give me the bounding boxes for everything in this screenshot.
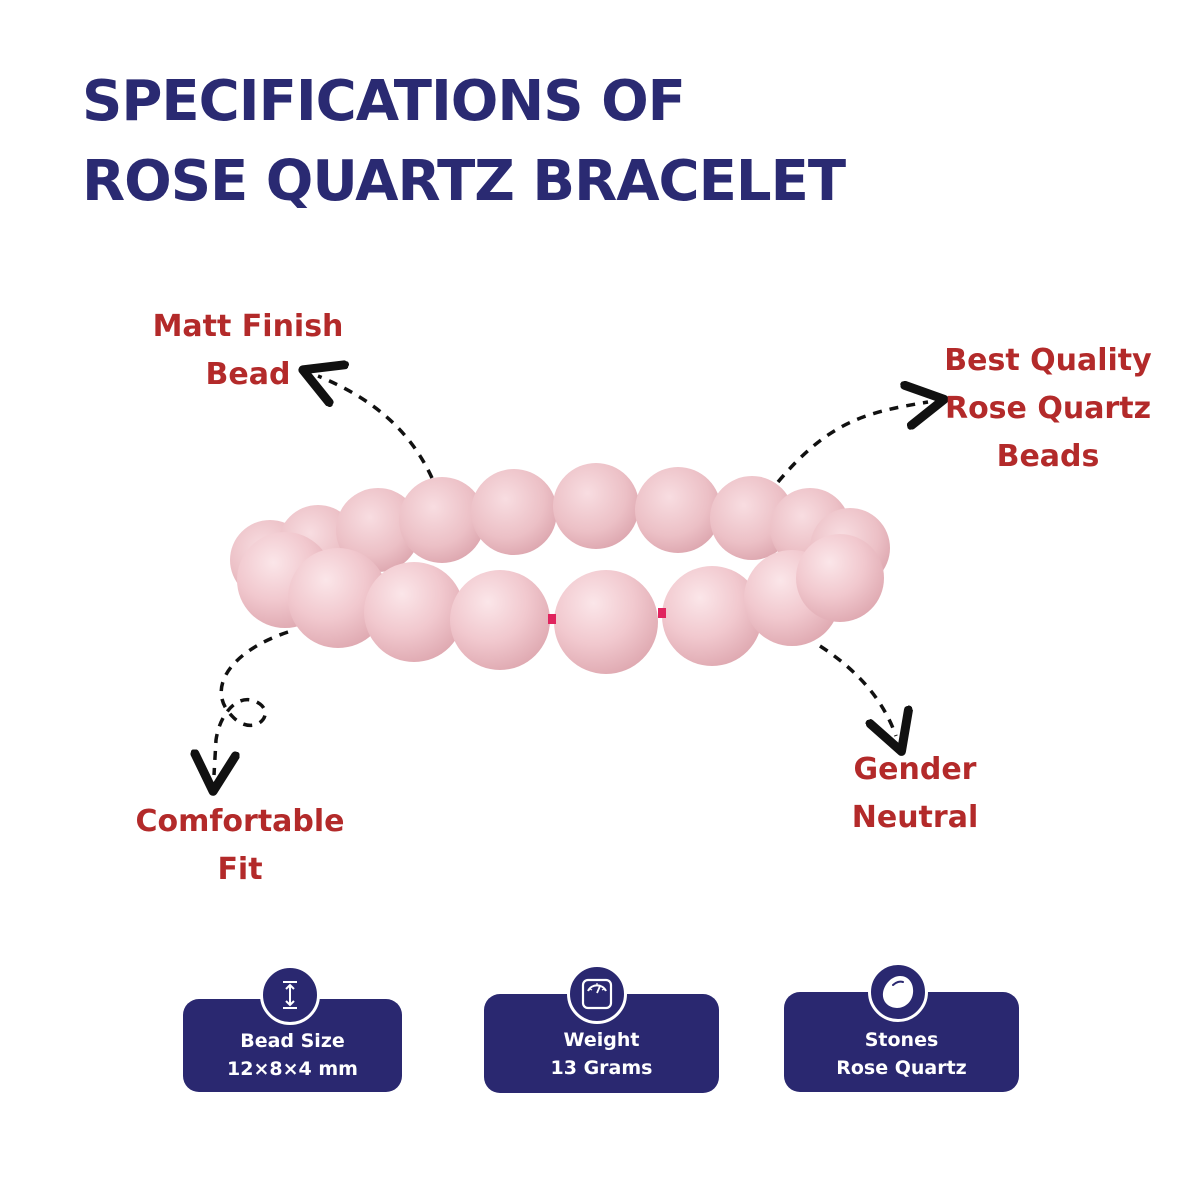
bead <box>796 534 884 622</box>
bead <box>635 467 721 553</box>
callout-line: Comfortable <box>135 804 345 839</box>
bead <box>471 469 557 555</box>
bead <box>553 463 639 549</box>
scale-icon <box>567 964 627 1024</box>
bead <box>364 562 464 662</box>
callout-line: Beads <box>996 439 1100 474</box>
bracelet-image <box>230 463 890 674</box>
gemstone-icon <box>868 962 928 1022</box>
callout-line: Bead <box>205 357 291 392</box>
arrow-gender-neutral <box>819 644 896 736</box>
measure-icon <box>260 965 320 1025</box>
bead <box>450 570 550 670</box>
arrow-comfortable-fit <box>214 630 289 775</box>
arrow-matt-finish <box>318 376 434 479</box>
spec-value: 13 Grams <box>550 1057 653 1079</box>
callout-comfortable-fit: Comfortable Fit <box>120 798 360 894</box>
spec-label: Stones <box>864 1029 939 1051</box>
arrow-best-quality <box>776 402 928 484</box>
bracelet-string <box>548 614 556 624</box>
spec-label: Bead Size <box>240 1030 345 1052</box>
callout-line: Matt Finish <box>152 309 344 344</box>
bead <box>662 566 762 666</box>
callout-gender-neutral: Gender Neutral <box>830 746 1000 842</box>
bracelet-string <box>658 608 666 618</box>
callout-line: Gender <box>853 752 977 787</box>
page-title: SPECIFICATIONS OF ROSE QUARTZ BRACELET <box>82 62 846 222</box>
spec-value: Rose Quartz <box>836 1057 967 1079</box>
bead <box>288 548 388 648</box>
spec-label: Weight <box>563 1029 640 1051</box>
page-title-line-2: ROSE QUARTZ BRACELET <box>82 149 846 214</box>
spec-value: 12×8×4 mm <box>227 1058 358 1080</box>
callout-line: Neutral <box>851 800 979 835</box>
callout-line: Fit <box>217 852 263 887</box>
callout-matt-finish: Matt Finish Bead <box>140 303 356 399</box>
callout-best-quality: Best Quality Rose Quartz Beads <box>930 337 1166 481</box>
page-title-line-1: SPECIFICATIONS OF <box>82 69 686 134</box>
bead <box>554 570 658 674</box>
callout-line: Rose Quartz <box>944 391 1152 426</box>
bead <box>399 477 485 563</box>
bead <box>336 488 420 572</box>
callout-line: Best Quality <box>944 343 1152 378</box>
